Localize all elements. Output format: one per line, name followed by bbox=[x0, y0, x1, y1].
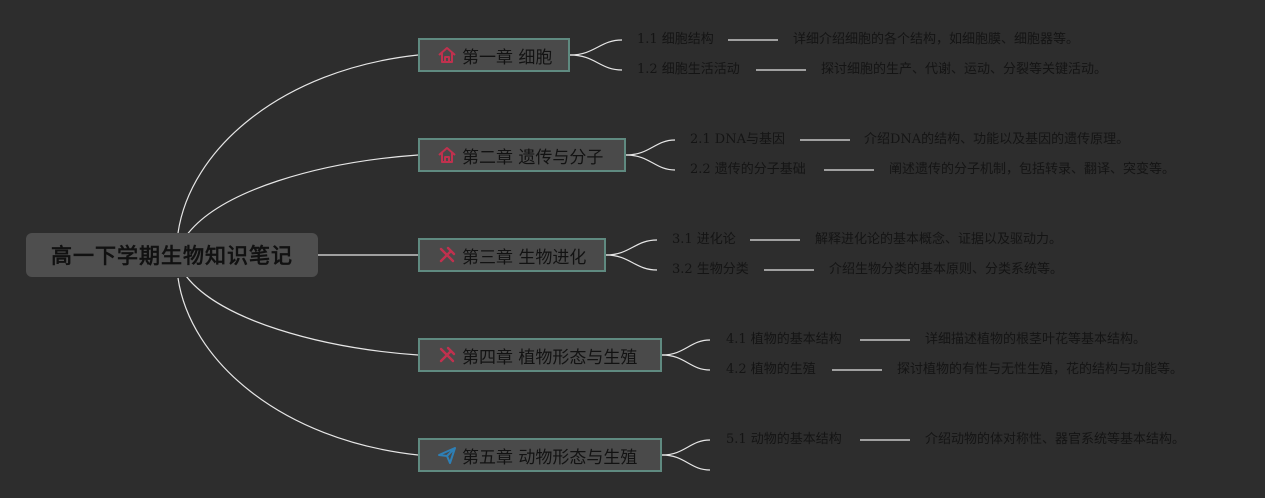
tools-icon bbox=[436, 244, 458, 266]
topic-title[interactable]: 4.2 植物的生殖 bbox=[726, 362, 816, 377]
house-icon bbox=[436, 144, 458, 166]
topic-title[interactable]: 1.1 细胞结构 bbox=[637, 32, 714, 47]
topic-title[interactable]: 1.2 细胞生活活动 bbox=[637, 62, 740, 77]
topic-description[interactable]: 介绍生物分类的基本原则、分类系统等。 bbox=[829, 262, 1064, 277]
topic-title[interactable]: 5.1 动物的基本结构 bbox=[726, 432, 842, 447]
topic-title[interactable]: 4.1 植物的基本结构 bbox=[726, 332, 842, 347]
topic-description[interactable]: 阐述遗传的分子机制，包括转录、翻译、突变等。 bbox=[889, 162, 1176, 177]
chapter-title: 第四章 植物形态与生殖 bbox=[462, 347, 638, 368]
topic-title[interactable]: 2.1 DNA与基因 bbox=[690, 132, 785, 147]
paper-plane-icon bbox=[436, 444, 458, 466]
chapter-node[interactable]: 第二章 遗传与分子 bbox=[418, 138, 626, 172]
chapter-node[interactable]: 第三章 生物进化 bbox=[418, 238, 606, 272]
topic-title[interactable]: 2.2 遗传的分子基础 bbox=[690, 162, 806, 177]
root-topic[interactable]: 高一下学期生物知识笔记 bbox=[26, 233, 318, 277]
topic-description[interactable]: 解释进化论的基本概念、证据以及驱动力。 bbox=[815, 232, 1063, 247]
topic-description[interactable]: 详细介绍细胞的各个结构，如细胞膜、细胞器等。 bbox=[793, 32, 1080, 47]
chapter-title: 第三章 生物进化 bbox=[462, 247, 587, 268]
topic-title[interactable]: 3.1 进化论 bbox=[672, 232, 736, 247]
chapter-title: 第二章 遗传与分子 bbox=[462, 147, 604, 168]
topic-description[interactable]: 介绍动物的体对称性、器官系统等基本结构。 bbox=[925, 432, 1186, 447]
house-icon bbox=[436, 44, 458, 66]
chapter-title: 第一章 细胞 bbox=[462, 47, 553, 68]
topic-title[interactable]: 3.2 生物分类 bbox=[672, 262, 749, 277]
chapter-node[interactable]: 第一章 细胞 bbox=[418, 38, 570, 72]
root-title: 高一下学期生物知识笔记 bbox=[51, 244, 293, 268]
topic-description[interactable]: 详细描述植物的根茎叶花等基本结构。 bbox=[925, 332, 1147, 347]
topic-description[interactable]: 介绍DNA的结构、功能以及基因的遗传原理。 bbox=[864, 132, 1130, 147]
chapter-title: 第五章 动物形态与生殖 bbox=[462, 447, 638, 468]
topic-description[interactable]: 探讨植物的有性与无性生殖，花的结构与功能等。 bbox=[897, 362, 1184, 377]
chapter-node[interactable]: 第四章 植物形态与生殖 bbox=[418, 338, 662, 372]
tools-icon bbox=[436, 344, 458, 366]
topic-description[interactable]: 探讨细胞的生产、代谢、运动、分裂等关键活动。 bbox=[821, 62, 1108, 77]
chapter-node[interactable]: 第五章 动物形态与生殖 bbox=[418, 438, 662, 472]
